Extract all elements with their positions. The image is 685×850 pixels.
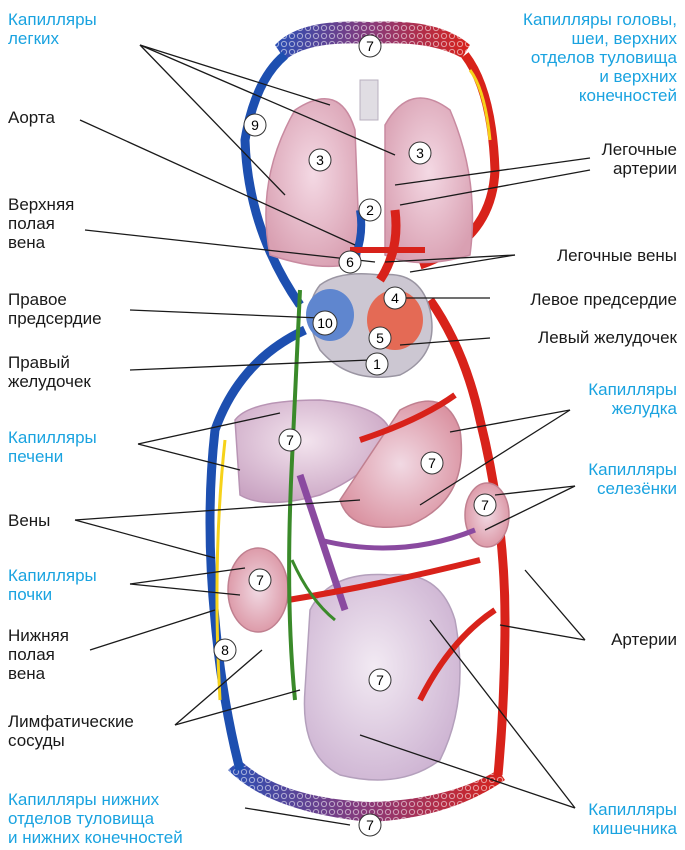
label-cap-head: Капилляры головы, шеи, верхних отделов т… <box>523 10 677 105</box>
marker-10: 10 <box>313 311 337 335</box>
marker-7-stomach: 7 <box>421 452 443 474</box>
svg-text:7: 7 <box>428 455 436 471</box>
svg-text:10: 10 <box>317 315 333 331</box>
svg-text:3: 3 <box>416 145 424 161</box>
lungs <box>266 80 473 266</box>
svg-text:7: 7 <box>366 817 374 833</box>
label-sup-vena-cava: Верхняя полая вена <box>8 195 74 252</box>
label-cap-lower: Капилляры нижних отделов туловища и нижн… <box>8 790 183 847</box>
marker-1: 1 <box>366 353 388 375</box>
marker-7-liver: 7 <box>279 429 301 451</box>
marker-7-lower: 7 <box>359 814 381 836</box>
marker-9: 9 <box>244 114 266 136</box>
svg-text:7: 7 <box>481 497 489 513</box>
svg-text:7: 7 <box>256 572 264 588</box>
marker-3a: 3 <box>309 149 331 171</box>
label-cap-spleen: Капилляры селезёнки <box>588 460 677 498</box>
marker-8: 8 <box>214 639 236 661</box>
svg-text:8: 8 <box>221 642 229 658</box>
splenic-vein <box>320 530 475 548</box>
marker-6: 6 <box>339 251 361 273</box>
label-arteries: Артерии <box>611 630 677 649</box>
svg-text:5: 5 <box>376 330 384 346</box>
label-left-atrium: Левое предсердие <box>530 290 677 309</box>
marker-5: 5 <box>369 327 391 349</box>
label-veins: Вены <box>8 511 50 530</box>
label-cap-kidney: Капилляры почки <box>8 566 97 604</box>
svg-text:7: 7 <box>286 432 294 448</box>
marker-2: 2 <box>359 199 381 221</box>
svg-text:9: 9 <box>251 117 259 133</box>
marker-3b: 3 <box>409 142 431 164</box>
label-lymph-vessels: Лимфатические сосуды <box>8 712 134 750</box>
label-cap-lungs: Капилляры легких <box>8 10 97 48</box>
svg-text:3: 3 <box>316 152 324 168</box>
label-cap-intestine: Капилляры кишечника <box>588 800 677 838</box>
marker-7-kidney: 7 <box>249 569 271 591</box>
svg-text:7: 7 <box>376 672 384 688</box>
label-inf-vena-cava: Нижняя полая вена <box>8 626 69 683</box>
label-cap-stomach: Капилляры желудка <box>588 380 677 418</box>
svg-text:4: 4 <box>391 290 399 306</box>
marker-7-spleen: 7 <box>474 494 496 516</box>
label-aorta: Аорта <box>8 108 55 127</box>
marker-7-intestine: 7 <box>369 669 391 691</box>
svg-text:7: 7 <box>366 38 374 54</box>
label-right-atrium: Правое предсердие <box>8 290 102 328</box>
marker-4: 4 <box>384 287 406 309</box>
label-pulm-veins: Легочные вены <box>557 246 677 265</box>
svg-text:2: 2 <box>366 202 374 218</box>
label-right-ventricle: Правый желудочек <box>8 353 91 391</box>
label-pulm-arteries: Легочные артерии <box>602 140 677 178</box>
marker-7-head: 7 <box>359 35 381 57</box>
label-cap-liver: Капилляры печени <box>8 428 97 466</box>
svg-text:1: 1 <box>373 356 381 372</box>
label-left-ventricle: Левый желудочек <box>538 328 677 347</box>
svg-text:6: 6 <box>346 254 354 270</box>
